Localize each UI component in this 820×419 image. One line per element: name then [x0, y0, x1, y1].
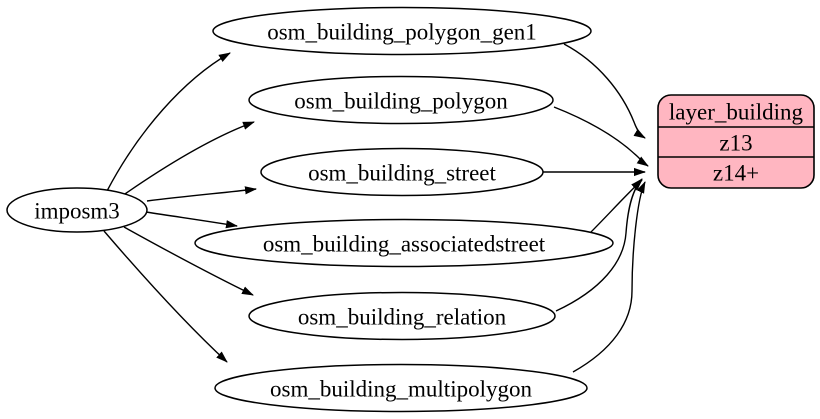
edge-associatedstreet-to-z14 [589, 179, 643, 234]
edge-polygon-gen1-to-z13 [563, 43, 646, 139]
edge-polygon-to-z14 [553, 106, 649, 167]
node-osm-building-polygon-gen1: osm_building_polygon_gen1 [212, 6, 592, 56]
imposm3-ellipse [6, 187, 148, 233]
polygon-ellipse [248, 75, 554, 125]
edge-imposm3-to-polygon-gen1 [106, 52, 231, 192]
layer-building-box [657, 94, 815, 189]
edge-imposm3-to-polygon [121, 121, 255, 197]
relation-label: osm_building_relation [298, 305, 507, 330]
associatedstreet-label: osm_building_associatedstreet [263, 232, 546, 257]
street-ellipse [260, 147, 544, 197]
node-osm-building-polygon: osm_building_polygon [248, 75, 554, 125]
edge-multipolygon-to-z14 [572, 181, 646, 373]
node-osm-building-street: osm_building_street [260, 147, 544, 197]
node-osm-building-relation: osm_building_relation [248, 291, 556, 341]
node-layer-building: layer_building z13 z14+ [657, 94, 815, 189]
imposm3-label: imposm3 [34, 199, 120, 224]
relation-ellipse [248, 291, 556, 341]
node-osm-building-associatedstreet: osm_building_associatedstreet [194, 218, 614, 268]
multipolygon-label: osm_building_multipolygon [270, 377, 532, 402]
layer-building-row-z13: z13 [719, 131, 752, 156]
polygon-gen1-ellipse [212, 6, 592, 56]
edge-imposm3-to-associatedstreet [145, 211, 238, 229]
edge-imposm3-to-relation [123, 226, 254, 296]
associatedstreet-ellipse [194, 218, 614, 268]
layer-building-row-z14: z14+ [713, 161, 759, 186]
node-imposm3: imposm3 [6, 187, 148, 233]
layer-building-title: layer_building [669, 100, 804, 125]
edge-imposm3-to-multipolygon [103, 230, 228, 363]
multipolygon-ellipse [214, 363, 588, 413]
edge-group [103, 43, 649, 373]
node-osm-building-multipolygon: osm_building_multipolygon [214, 363, 588, 413]
polygon-label: osm_building_polygon [294, 89, 508, 114]
polygon-gen1-label: osm_building_polygon_gen1 [267, 20, 537, 45]
edge-relation-to-z14 [555, 178, 643, 312]
street-label: osm_building_street [308, 161, 496, 186]
edge-imposm3-to-street [146, 186, 257, 202]
